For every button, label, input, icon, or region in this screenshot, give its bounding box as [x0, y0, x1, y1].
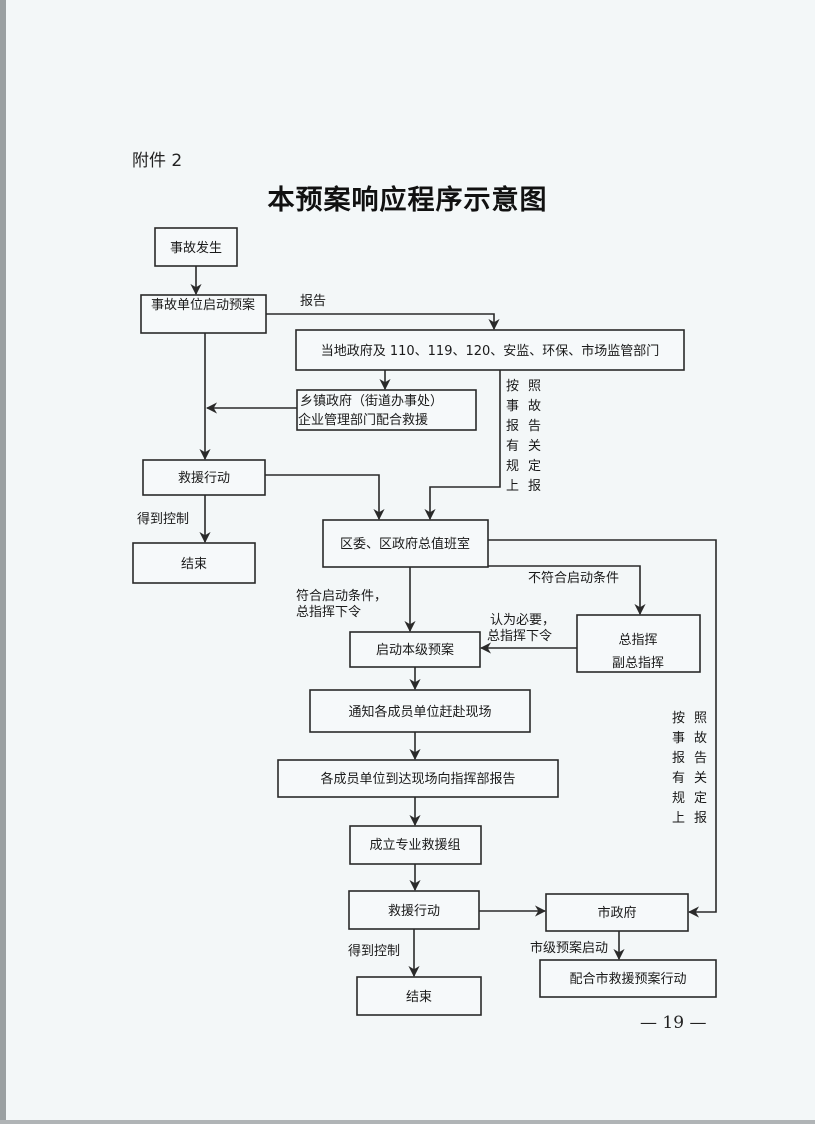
svg-text:有: 有 [672, 771, 685, 786]
svg-text:上: 上 [506, 479, 519, 494]
box-arrive-report [277, 759, 559, 798]
commander-line2: 副总指挥 [612, 656, 664, 671]
commander-line1: 总指挥 [618, 633, 657, 648]
svg-text:故: 故 [528, 399, 541, 414]
connectors [190, 266, 717, 978]
svg-text:定: 定 [528, 459, 541, 474]
svg-text:事: 事 [672, 731, 685, 746]
controlled-2-label: 得到控制 [348, 943, 400, 959]
controlled-1-label: 得到控制 [137, 511, 189, 527]
necessary-line1: 认为必要， [490, 613, 555, 628]
svg-text:规: 规 [506, 459, 519, 474]
svg-text:告: 告 [528, 419, 541, 434]
city-cooperate-label: 配合市救援预案行动 [569, 971, 686, 987]
svg-text:规: 规 [672, 791, 685, 806]
town-line2: 企业管理部门配合救援 [298, 412, 428, 428]
city-gov-label: 市政府 [597, 905, 636, 921]
box-local-gov [295, 329, 685, 371]
svg-text:照: 照 [694, 711, 707, 726]
necessary-line2: 总指挥下令 [487, 629, 552, 644]
svg-text:故: 故 [694, 731, 707, 746]
end-1-label: 结束 [181, 557, 207, 572]
svg-text:事: 事 [506, 399, 519, 414]
svg-text:上: 上 [672, 811, 685, 826]
svg-text:报: 报 [506, 419, 519, 434]
page-title: 本预案响应程序示意图 [267, 185, 548, 216]
box-duty-room [322, 519, 489, 568]
svg-text:报: 报 [528, 479, 541, 494]
box-rescue-1 [142, 459, 266, 496]
report-rule-text-lower: 按 事 报 有 规 上 照 故 告 关 定 报 [672, 711, 707, 826]
scan-edge [0, 0, 6, 1124]
accident-label: 事故发生 [170, 240, 222, 256]
town-line1: 乡镇政府（街道办事处） [300, 394, 443, 409]
report-label: 报告 [300, 294, 326, 309]
svg-text:关: 关 [528, 439, 541, 454]
box-city-gov [545, 893, 689, 932]
duty-room-label: 区委、区政府总值班室 [340, 536, 470, 552]
box-accident [154, 227, 238, 267]
city-plan-start-label: 市级预案启动 [530, 940, 608, 956]
notify-label: 通知各成员单位赶赴现场 [348, 704, 491, 720]
svg-text:按: 按 [672, 711, 685, 726]
meet-line2: 总指挥下令 [296, 605, 361, 620]
svg-text:报: 报 [694, 811, 707, 826]
rescue-1-label: 救援行动 [178, 470, 230, 486]
box-unit-plan [140, 294, 267, 334]
attachment-label: 附件 2 [132, 151, 183, 171]
scan-edge-bottom [0, 1120, 815, 1124]
box-team [349, 825, 482, 865]
box-rescue-2 [348, 890, 480, 930]
svg-text:告: 告 [694, 751, 707, 766]
svg-text:报: 报 [672, 751, 685, 766]
box-end-2 [356, 976, 482, 1016]
not-meet-label: 不符合启动条件 [528, 570, 619, 586]
arrive-report-label: 各成员单位到达现场向指挥部报告 [320, 771, 515, 787]
meet-line1: 符合启动条件， [296, 588, 387, 604]
svg-text:有: 有 [506, 439, 519, 454]
box-commander [576, 614, 701, 673]
rescue-2-label: 救援行动 [388, 903, 440, 919]
svg-text:照: 照 [528, 379, 541, 394]
report-rule-text-upper: 按 事 报 有 规 上 照 故 告 关 定 报 [506, 379, 541, 494]
box-notify [309, 689, 531, 733]
page-number: — 19 — [640, 1013, 707, 1033]
start-plan-label: 启动本级预案 [376, 643, 454, 658]
unit-plan-label: 事故单位启动预案 [151, 298, 255, 313]
svg-text:定: 定 [694, 791, 707, 806]
team-label: 成立专业救援组 [369, 837, 460, 853]
svg-text:按: 按 [506, 379, 519, 394]
end-2-label: 结束 [406, 990, 432, 1005]
svg-text:关: 关 [694, 771, 707, 786]
box-town-gov [296, 389, 477, 431]
box-start-plan [349, 631, 481, 668]
box-city-cooperate [539, 959, 717, 998]
local-gov-label: 当地政府及 110、119、120、安监、环保、市场监管部门 [321, 343, 660, 359]
box-end-1 [132, 542, 256, 584]
